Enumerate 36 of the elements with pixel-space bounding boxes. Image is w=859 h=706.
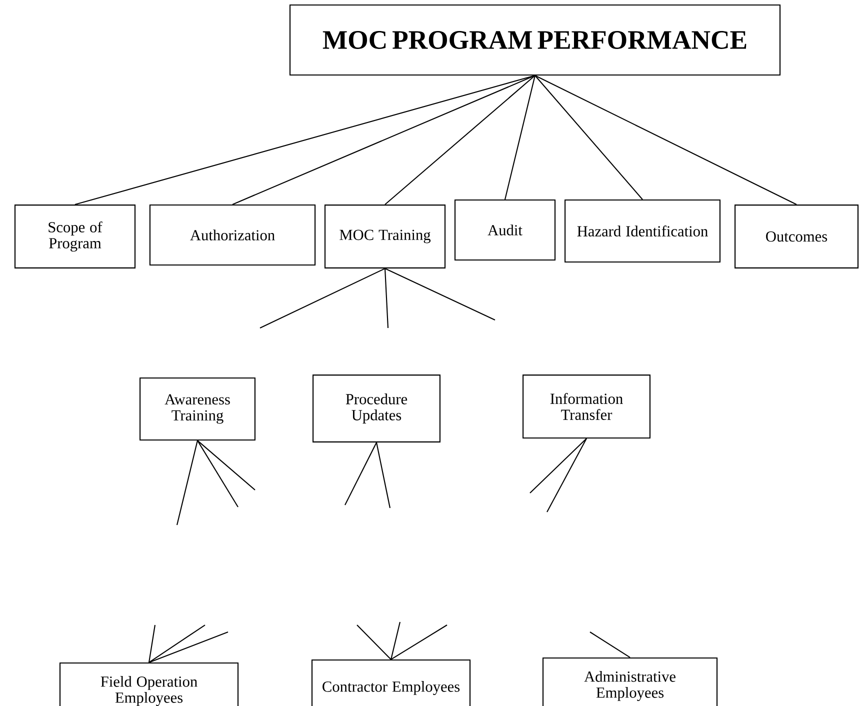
process-box: Outcomes (734, 204, 859, 268)
connector-line (390, 624, 448, 660)
process-box: MOC Training (324, 204, 446, 268)
connector-line (534, 75, 797, 205)
process-box: Authorization (149, 204, 316, 266)
process-box: Information Transfer (522, 374, 651, 438)
process-box: Scope of Program (14, 204, 136, 268)
connector-line (148, 632, 228, 663)
connector-line (197, 440, 256, 490)
title-box: MOC PROGRAM PERFORMANCE (289, 4, 781, 76)
connector-line (384, 268, 496, 320)
process-box: Audit (454, 199, 556, 261)
connector-line (590, 632, 630, 658)
connector-line (344, 442, 377, 506)
connector-line (260, 268, 386, 328)
process-box: Contractor Employees (311, 659, 471, 706)
connector-line (384, 75, 536, 205)
connector-line (74, 75, 536, 206)
connector-line (148, 624, 156, 663)
connector-line (546, 438, 587, 512)
connector-line (504, 75, 536, 200)
process-box: Procedure Updates (312, 374, 440, 442)
connector-line (530, 438, 587, 494)
process-box: Awareness Training (140, 377, 256, 441)
connector-line (197, 440, 238, 508)
process-box: Hazard Identification (564, 199, 721, 263)
connector-line (384, 268, 389, 328)
connector-line (148, 624, 206, 663)
connector-line (176, 440, 198, 526)
process-box: Field Operation Employees (59, 662, 239, 706)
connector-line (356, 624, 392, 660)
connector-line (390, 622, 401, 660)
connector-line (376, 442, 391, 508)
connector-line (232, 75, 536, 205)
connector-line (534, 75, 643, 200)
process-box: Administrative Employees (542, 657, 718, 706)
